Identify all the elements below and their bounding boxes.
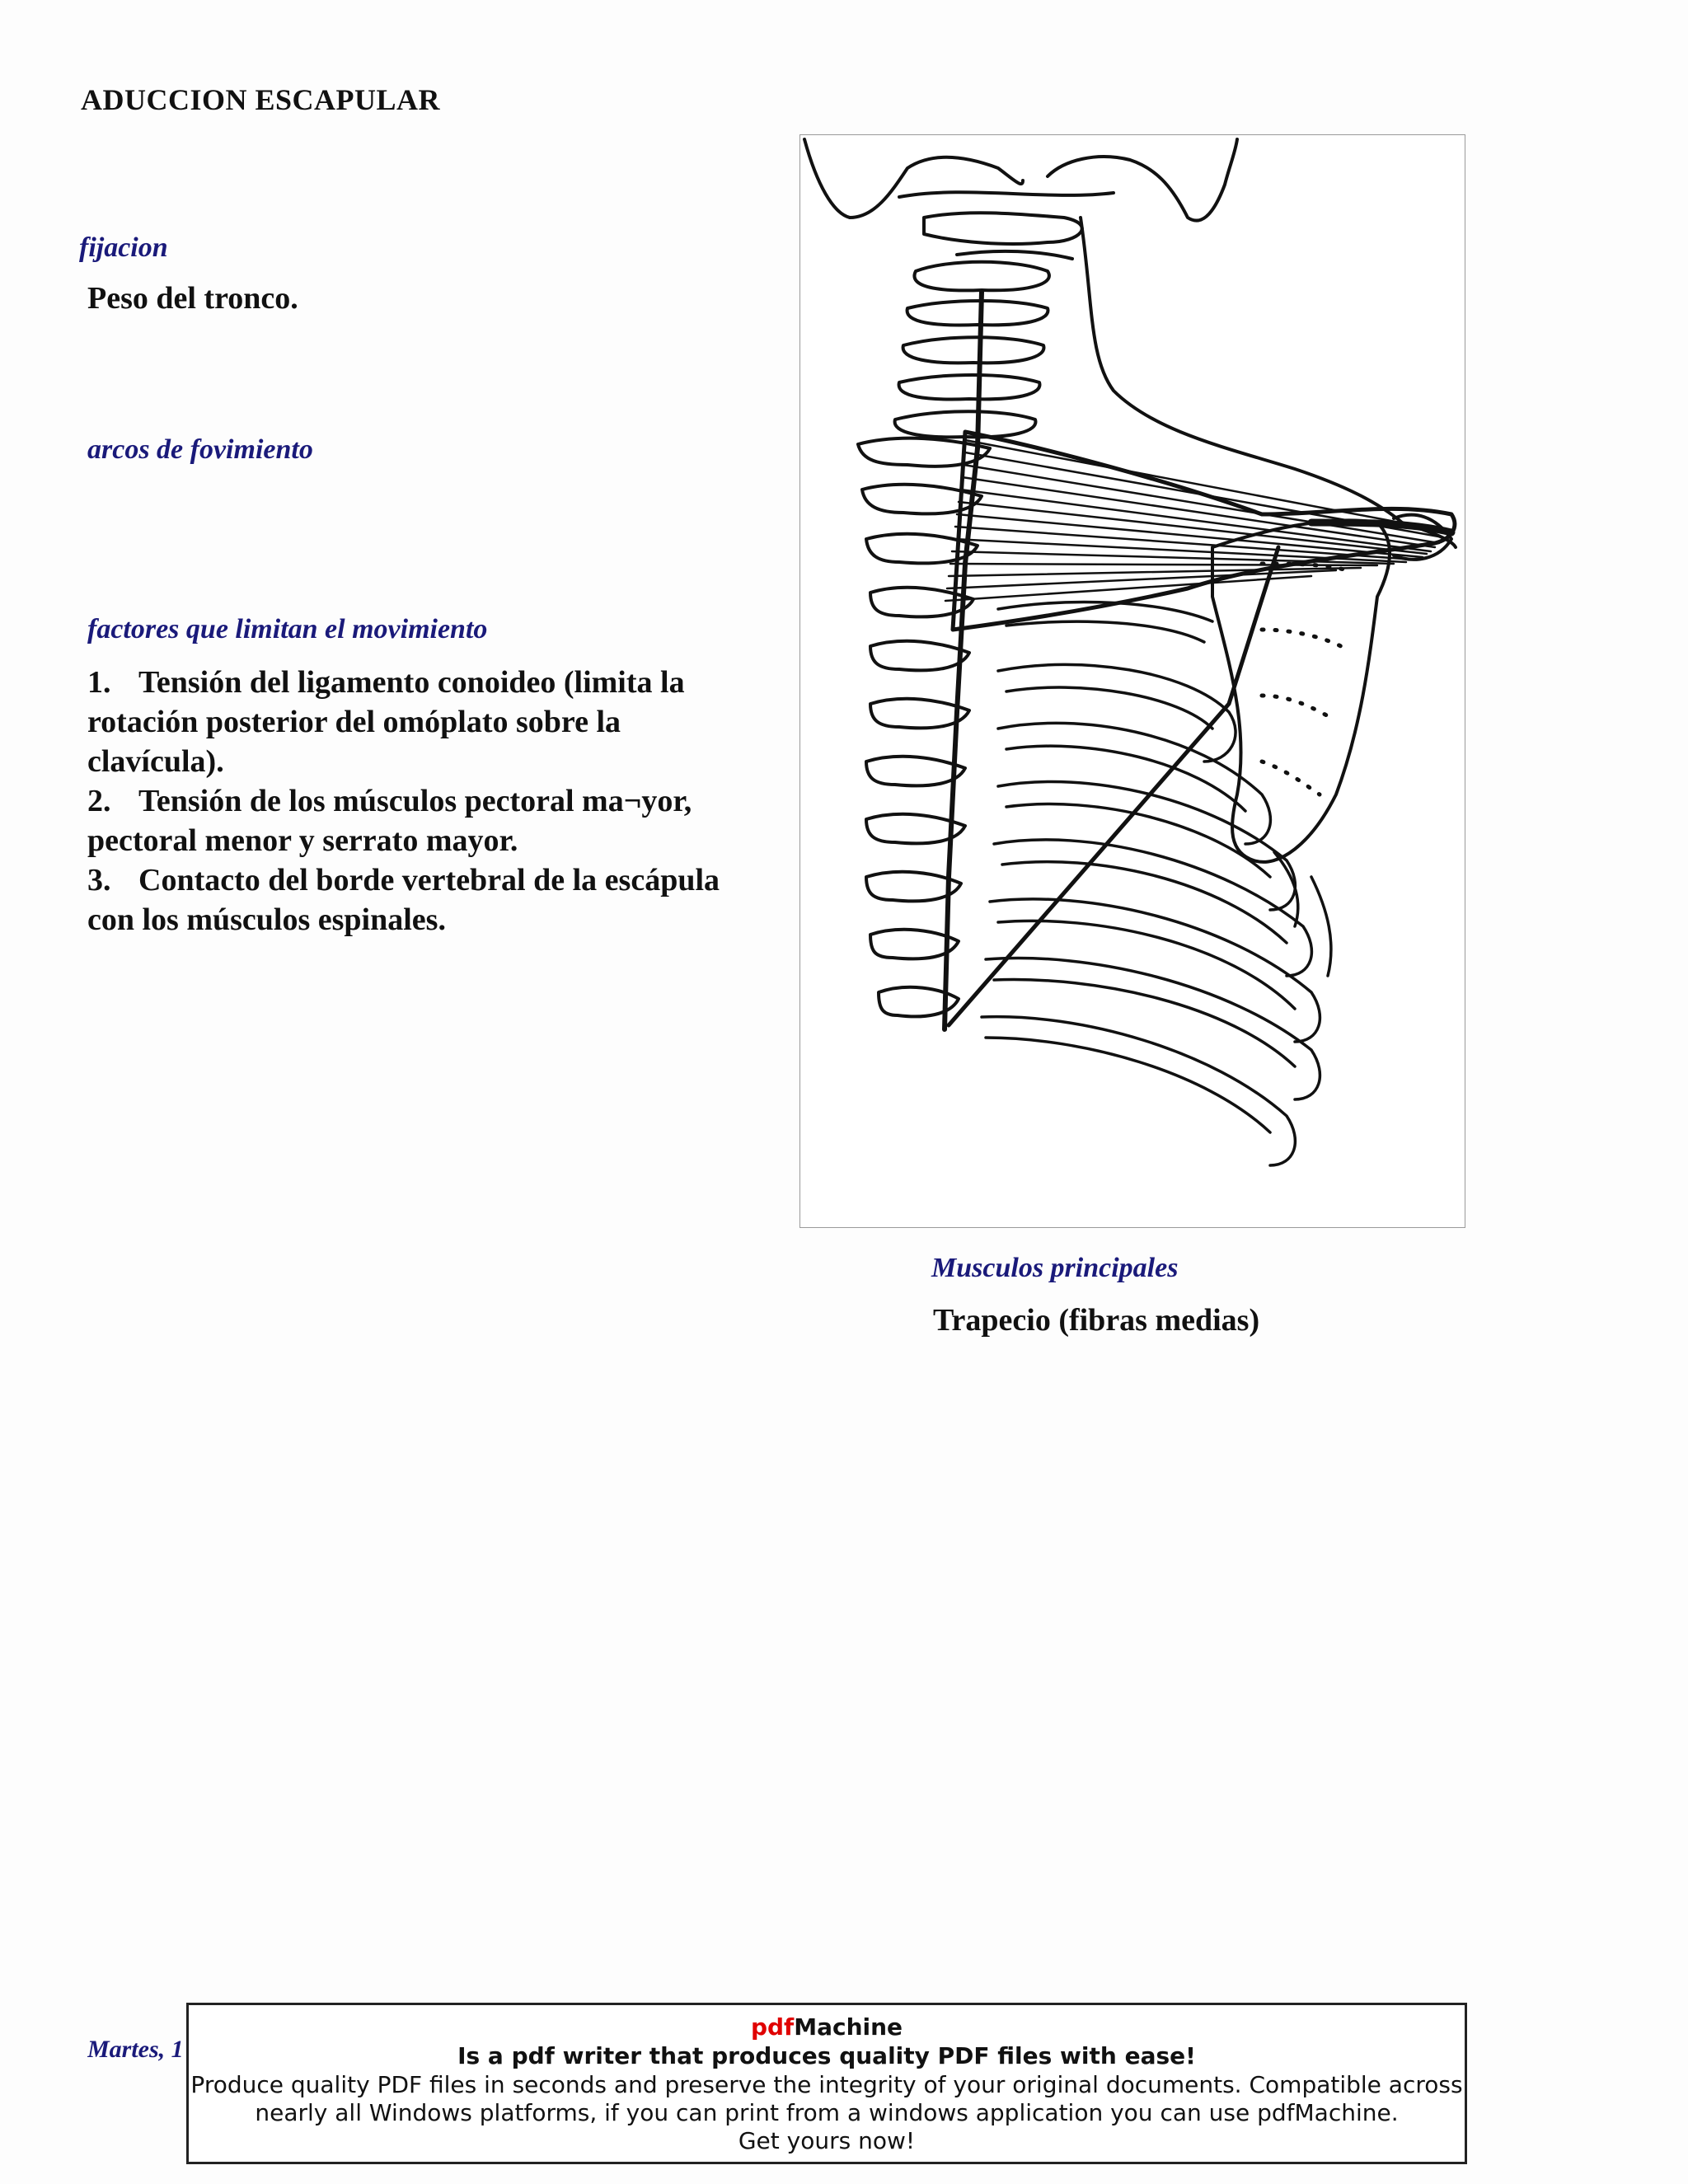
page-title: ADUCCION ESCAPULAR (81, 83, 441, 116)
factor-number: 3. (87, 863, 111, 898)
skull-base-left (803, 138, 1025, 219)
scapula-trapezius-illustration (803, 138, 1457, 1167)
thoracic-vertebrae (856, 436, 992, 1019)
axis-vertebra (955, 249, 1074, 260)
pdfmachine-banner[interactable]: pdfMachine Is a pdf writer that produces… (186, 2003, 1467, 2164)
factor-item-1: 1. Tensión del ligamento conoideo (limita… (87, 663, 743, 702)
factor-number: 1. (87, 665, 111, 700)
occipital-line (898, 190, 1115, 199)
ad-line-1: Produce quality PDF files in seconds and… (190, 2071, 1463, 2098)
musculos-text: Trapecio (fibras medias) (933, 1303, 1260, 1338)
fijacion-label: fijacion (79, 232, 168, 263)
anatomy-figure (799, 134, 1465, 1228)
spinous-line (942, 289, 984, 1032)
factor-item-1-line-2: rotación posterior del omóplato sobre la (87, 705, 621, 739)
factores-label: factores que limitan el movimiento (87, 614, 488, 644)
ad-brand: pdfMachine (189, 2013, 1465, 2041)
ad-line-2: nearly all Windows platforms, if you can… (255, 2099, 1399, 2126)
factor-text: Tensión del ligamento conoideo (limita l… (138, 665, 685, 700)
factor-item-3-line-2: con los músculos espinales. (87, 902, 446, 937)
factor-item-1-line-3: clavícula). (87, 744, 224, 779)
atlas-vertebra (922, 211, 1084, 246)
ad-brand-pdf: pdf (750, 2013, 795, 2041)
factor-item-2-line-2: pectoral menor y serrato mayor. (87, 823, 518, 858)
factor-text: Contacto del borde vertebral de la escáp… (138, 863, 720, 898)
fijacion-text: Peso del tronco. (87, 281, 298, 316)
factor-item-3: 3. Contacto del borde vertebral de la esc… (87, 860, 743, 900)
vertebral-border-line (946, 545, 1281, 1028)
factor-number: 2. (87, 784, 111, 818)
ad-tagline: Is a pdf writer that produces quality PD… (457, 2042, 1196, 2069)
ad-brand-machine: Machine (794, 2013, 903, 2041)
ad-line-3: Get yours now! (738, 2127, 916, 2154)
cervical-vertebrae (893, 260, 1051, 439)
trapezius-middle-fibers (944, 438, 1445, 602)
skull-base-right (1046, 138, 1239, 223)
factor-item-2: 2. Tensión de los músculos pectoral ma¬yo… (87, 781, 743, 821)
trapezius-insertion (1307, 518, 1456, 537)
factores-list: 1. Tensión del ligamento conoideo (limita… (87, 663, 743, 940)
trapezius-outline (950, 429, 1457, 632)
footer-date: Martes, 1 (87, 2036, 184, 2063)
factor-text: Tensión de los músculos pectoral ma¬yor, (138, 784, 692, 818)
ribs (980, 600, 1333, 1167)
arcos-label: arcos de fovimiento (87, 434, 313, 465)
musculos-label: Musculos principales (931, 1253, 1179, 1283)
